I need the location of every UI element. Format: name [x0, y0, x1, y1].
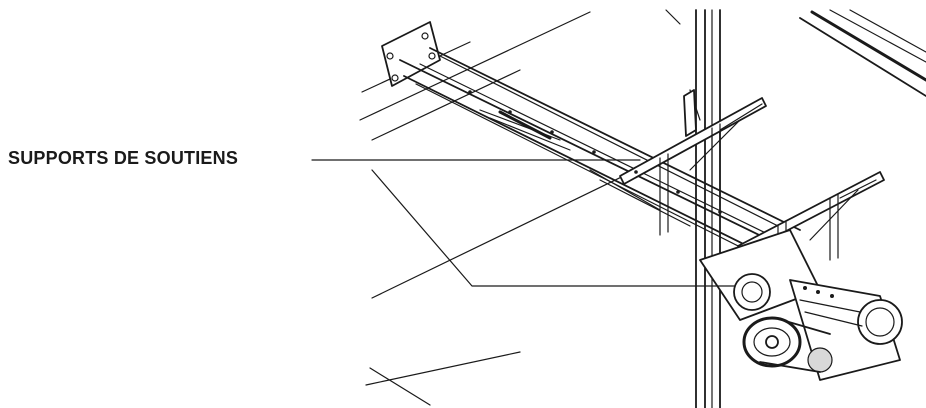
callout-leaders — [311, 159, 736, 287]
drive-pulley — [742, 316, 831, 373]
wall-mount-plate — [381, 21, 441, 87]
support-bracket-1 — [619, 89, 767, 236]
callout-label-supports: SUPPORTS DE SOUTIENS — [8, 148, 239, 168]
top-right-rails — [799, 9, 926, 97]
main-rail — [399, 47, 801, 265]
rail-bolts — [468, 90, 722, 214]
motor-unit — [699, 229, 903, 381]
